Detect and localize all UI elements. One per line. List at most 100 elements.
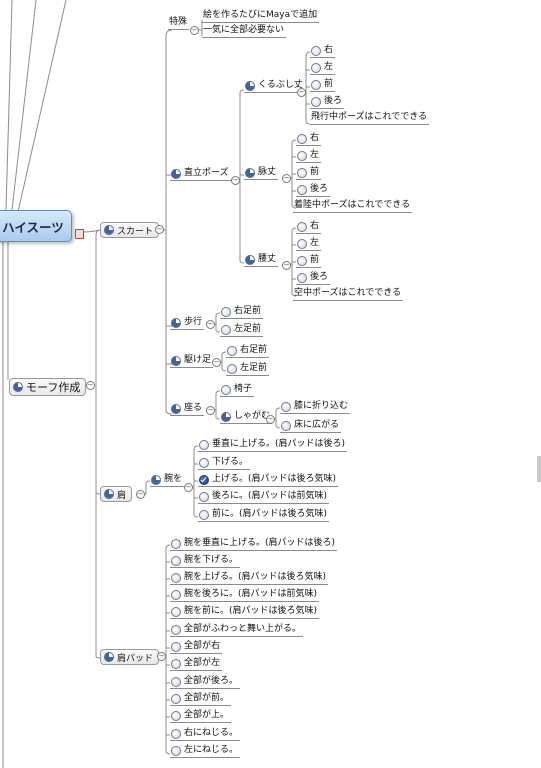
note-icon[interactable] [75, 229, 84, 239]
leaf-kurubushi-2[interactable]: 前 [310, 79, 336, 92]
node-koshitake[interactable]: 腰丈 [244, 254, 279, 267]
radio-icon[interactable] [227, 345, 237, 356]
leaf-katapad-6[interactable]: 全部が右 [170, 641, 223, 654]
radio-icon[interactable] [297, 238, 307, 249]
leaf-hizatake-4[interactable]: 着陸中ポーズはこれでできる [293, 200, 413, 213]
root-node-hisuit[interactable]: ハイスーツ [0, 210, 72, 242]
leaf-shagamu-1[interactable]: 床に広がる [280, 420, 342, 433]
radio-icon[interactable] [281, 401, 291, 412]
radio-icon[interactable] [199, 491, 209, 502]
collapse-toggle-icon[interactable]: − [157, 652, 166, 661]
leaf-katapad-12[interactable]: 左にねじる。 [170, 745, 241, 758]
collapse-toggle-icon[interactable]: − [231, 176, 240, 185]
collapse-toggle-icon[interactable]: − [136, 490, 145, 499]
radio-icon[interactable] [171, 745, 181, 756]
radio-icon[interactable] [297, 167, 307, 178]
node-morph[interactable]: モーフ作成 [9, 378, 87, 396]
radio-icon[interactable] [171, 589, 181, 600]
leaf-katapad-9[interactable]: 全部が前。 [170, 693, 232, 706]
collapse-toggle-icon[interactable]: − [266, 415, 275, 424]
leaf-tokushu-1[interactable]: 一気に全部必要ない [202, 25, 287, 38]
node-hizatake[interactable]: 脉丈 [244, 167, 279, 180]
node-katapad[interactable]: 肩パッド [100, 649, 160, 665]
radio-icon[interactable] [171, 538, 181, 549]
node-skirt[interactable]: スカート [100, 222, 160, 238]
leaf-kakeashi-1[interactable]: 左足前 [226, 363, 270, 376]
leaf-katapad-3[interactable]: 腕を後ろに。(肩パッドは前気味) [170, 589, 320, 602]
radio-icon[interactable] [311, 79, 321, 90]
leaf-katapad-8[interactable]: 全部が後ろ。 [170, 676, 241, 689]
leaf-koshitake-1[interactable]: 左 [296, 238, 322, 251]
leaf-katapad-11[interactable]: 右にねじる。 [170, 728, 241, 741]
radio-icon[interactable] [221, 306, 231, 317]
leaf-ude-4[interactable]: 前に。(肩パッドは後ろ気味) [198, 509, 330, 522]
node-kata[interactable]: 肩 [100, 486, 133, 502]
collapse-toggle-icon[interactable]: − [155, 225, 164, 234]
leaf-kurubushi-0[interactable]: 右 [310, 45, 336, 58]
radio-icon[interactable] [171, 624, 181, 635]
radio-icon[interactable] [311, 62, 321, 73]
radio-icon[interactable] [171, 693, 181, 704]
radio-icon[interactable] [297, 272, 307, 283]
leaf-kakeashi-0[interactable]: 右足前 [226, 345, 270, 358]
radio-icon[interactable] [297, 221, 307, 232]
radio-icon[interactable] [199, 439, 209, 450]
node-kurubushi[interactable]: くるぶし丈 [244, 80, 305, 93]
leaf-koshitake-0[interactable]: 右 [296, 221, 322, 234]
radio-icon[interactable] [297, 184, 307, 195]
leaf-koshitake-3[interactable]: 後ろ [296, 272, 331, 285]
radio-icon[interactable] [171, 555, 181, 566]
leaf-hizatake-0[interactable]: 右 [296, 133, 322, 146]
leaf-ude-0[interactable]: 垂直に上げる。(肩パッドは後ろ) [198, 439, 348, 452]
node-suwaru[interactable]: 座る [170, 403, 205, 416]
radio-icon[interactable] [227, 363, 237, 374]
leaf-katapad-4[interactable]: 腕を前に。(肩パッドは後ろ気味) [170, 606, 320, 619]
radio-icon[interactable] [171, 572, 181, 583]
radio-icon[interactable] [221, 324, 231, 335]
radio-icon[interactable] [171, 728, 181, 739]
radio-icon[interactable] [171, 641, 181, 652]
node-chokuritsu[interactable]: 直立ポーズ [170, 168, 231, 181]
leaf-hizatake-1[interactable]: 左 [296, 150, 322, 163]
leaf-koshitake-2[interactable]: 前 [296, 255, 322, 268]
node-tokushu[interactable]: 特殊 [168, 17, 190, 30]
leaf-koshitake-4[interactable]: 空中ポーズはこれでできる [293, 288, 404, 301]
radio-icon[interactable] [171, 710, 181, 721]
leaf-hizatake-3[interactable]: 後ろ [296, 184, 331, 197]
radio-icon[interactable] [171, 606, 181, 617]
radio-icon[interactable] [311, 45, 321, 56]
leaf-katapad-10[interactable]: 全部が上。 [170, 710, 232, 723]
collapse-toggle-icon[interactable]: − [184, 483, 193, 492]
checked-radio-icon[interactable] [199, 474, 209, 485]
leaf-tokushu-0[interactable]: 絵を作るたびにMayaで追加 [202, 10, 320, 23]
radio-icon[interactable] [199, 509, 209, 520]
leaf-ude-2[interactable]: 上げる。(肩パッドは後ろ気味) [198, 474, 339, 487]
collapse-toggle-icon[interactable]: − [86, 381, 95, 390]
radio-icon[interactable] [311, 96, 321, 107]
collapse-toggle-icon[interactable]: − [297, 88, 306, 97]
node-shagamu[interactable]: しゃがむ [220, 411, 273, 424]
collapse-toggle-icon[interactable]: − [282, 261, 291, 270]
collapse-toggle-icon[interactable]: − [282, 174, 291, 183]
leaf-ude-3[interactable]: 後ろに。(肩パッドは前気味) [198, 491, 330, 504]
node-kakeashi[interactable]: 駆け足 [170, 355, 214, 368]
leaf-katapad-0[interactable]: 腕を垂直に上げる。(肩パッドは後ろ) [170, 538, 338, 551]
radio-icon[interactable] [297, 133, 307, 144]
leaf-isu[interactable]: 椅子 [220, 384, 255, 397]
leaf-kurubushi-3[interactable]: 後ろ [310, 96, 345, 109]
radio-icon[interactable] [281, 420, 291, 431]
leaf-katapad-1[interactable]: 腕を下げる。 [170, 555, 241, 568]
leaf-ude-1[interactable]: 下げる。 [198, 457, 251, 470]
collapse-toggle-icon[interactable]: − [206, 320, 215, 329]
node-ude[interactable]: 腕を [150, 474, 185, 487]
radio-icon[interactable] [221, 384, 231, 395]
leaf-kurubushi-4[interactable]: 飛行中ポーズはこれでできる [310, 112, 430, 125]
leaf-hizatake-2[interactable]: 前 [296, 167, 322, 180]
leaf-kurubushi-1[interactable]: 左 [310, 62, 336, 75]
radio-icon[interactable] [199, 457, 209, 468]
radio-icon[interactable] [297, 255, 307, 266]
leaf-katapad-2[interactable]: 腕を上げる。(肩パッドは後ろ気味) [170, 572, 329, 585]
collapse-toggle-icon[interactable]: − [212, 358, 221, 367]
leaf-shagamu-0[interactable]: 膝に折り込む [280, 401, 351, 414]
leaf-hokou-1[interactable]: 左足前 [220, 324, 264, 337]
